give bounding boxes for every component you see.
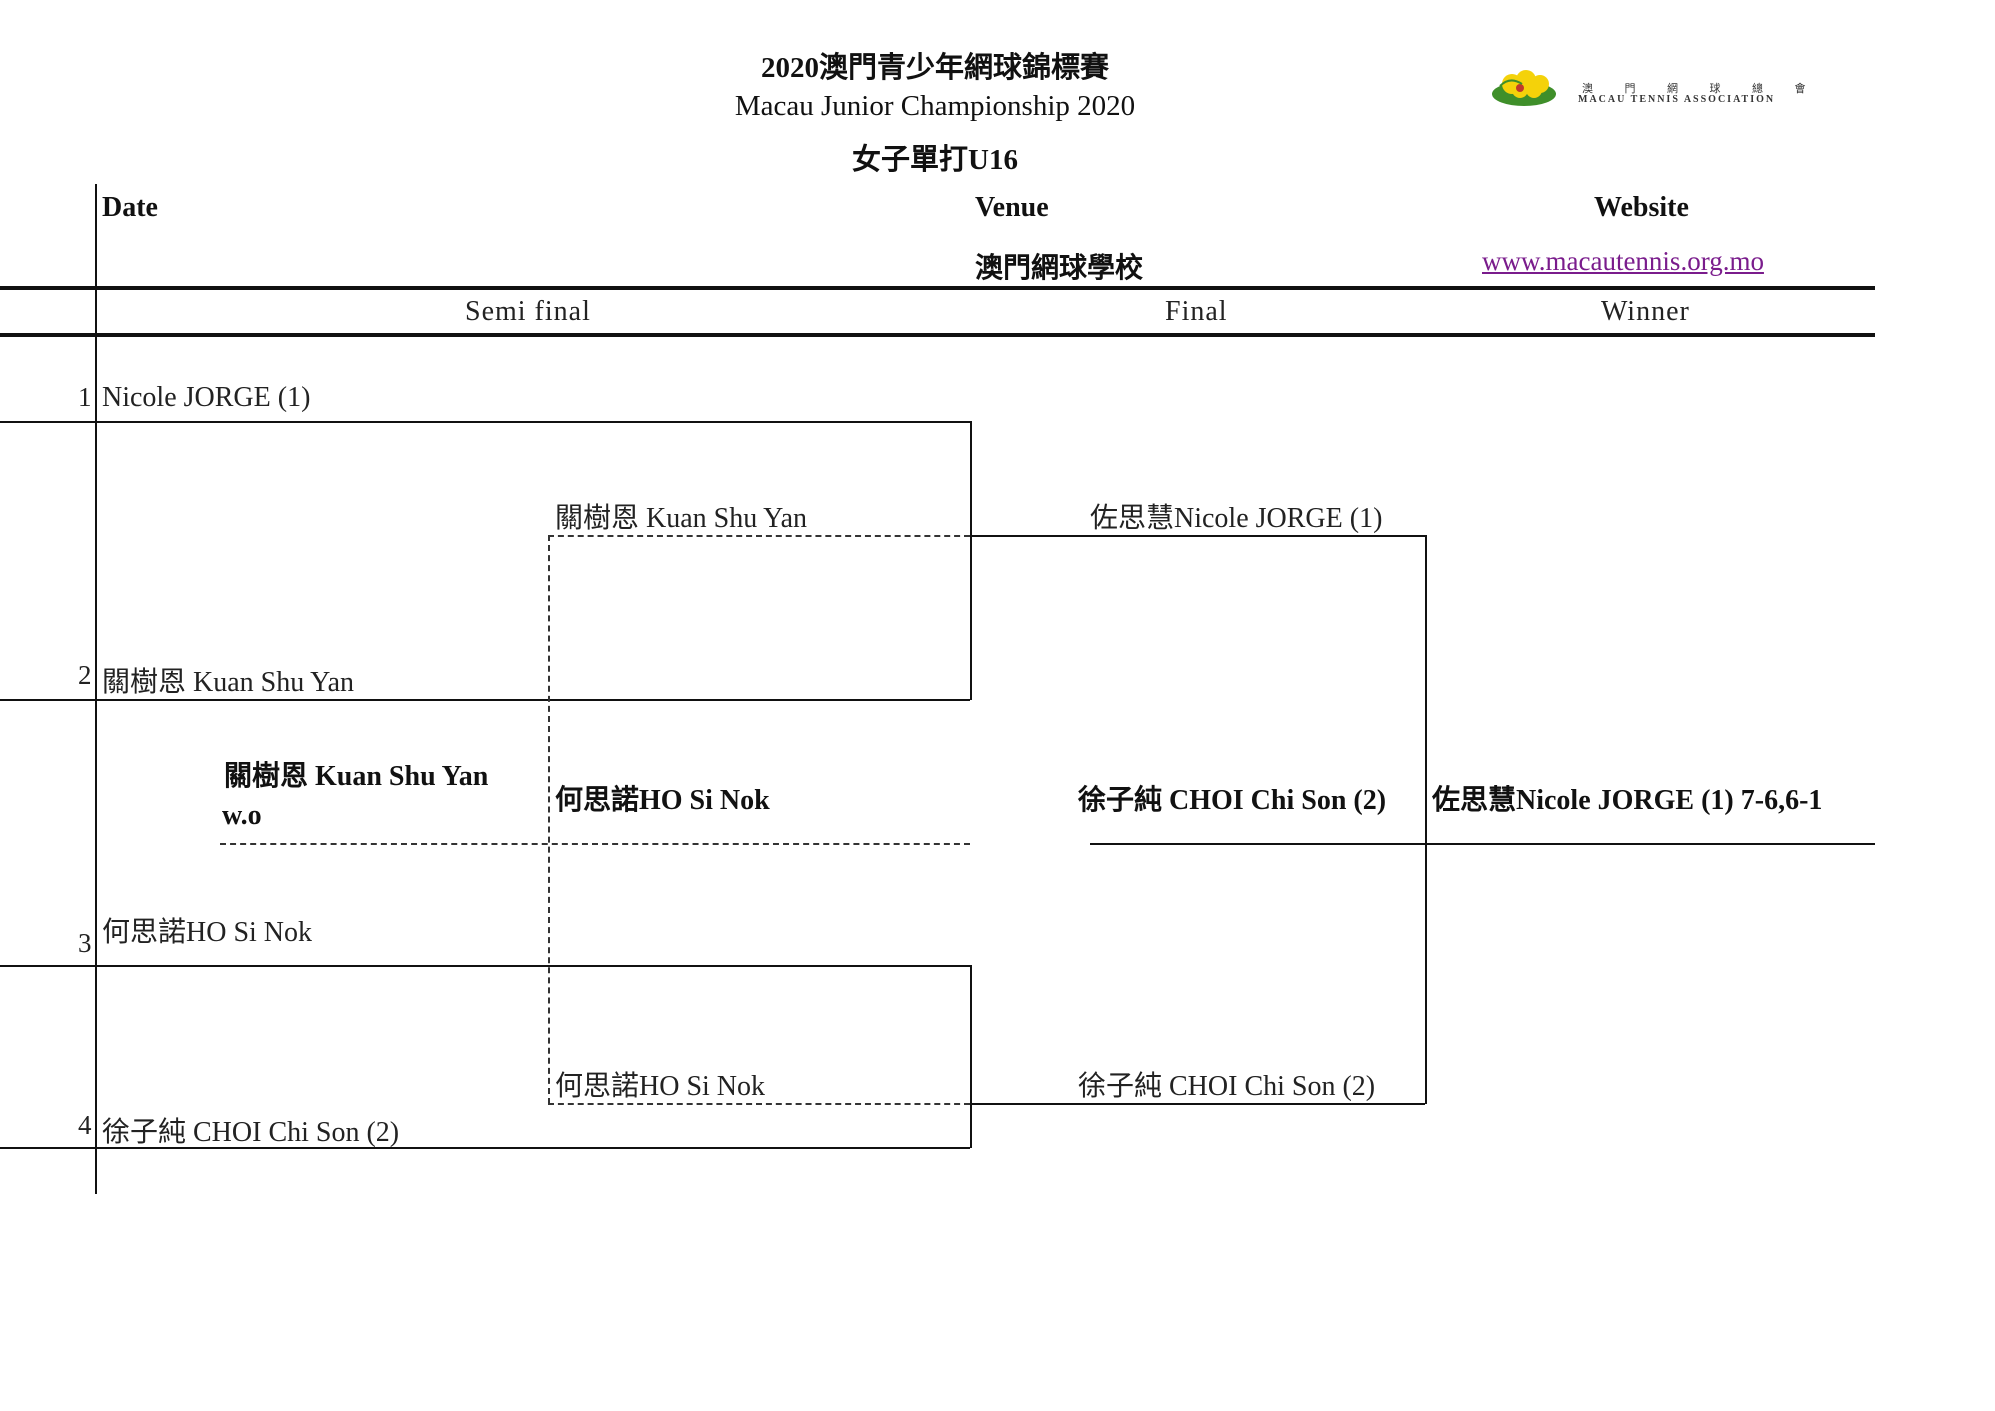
draw-line-1 — [0, 421, 970, 423]
bracket-connector-bottom — [970, 965, 972, 1148]
semi-line-top — [548, 535, 970, 537]
tennis-ball-flower-logo-icon — [1492, 70, 1556, 106]
venue-value: 澳門網球學校 — [975, 253, 1144, 284]
semi-result-line — [220, 843, 970, 845]
winner-result: 佐思慧Nicole JORGE (1) 7-6,6-1 — [1432, 785, 1823, 816]
semi-player-bottom: 何思諾HO Si Nok — [555, 1071, 766, 1102]
draw-player-4: 徐子純 CHOI Chi Son (2) — [102, 1117, 400, 1148]
association-logo: 澳 門 網 球 總 會 MACAU TENNIS ASSOCIATION — [1490, 68, 1805, 112]
draw-line-2 — [0, 699, 970, 701]
semi-result-opponent: 何思諾HO Si Nok — [555, 785, 770, 816]
final-player-top: 佐思慧Nicole JORGE (1) — [1090, 503, 1383, 534]
association-name-cn: 澳 門 網 球 總 會 — [1582, 82, 1820, 95]
final-result-opponent: 徐子純 CHOI Chi Son (2) — [1078, 785, 1387, 816]
round-label-winner: Winner — [1601, 296, 1690, 327]
draw-player-2: 關樹恩 Kuan Shu Yan — [102, 667, 355, 698]
draw-player-1: Nicole JORGE (1) — [102, 382, 311, 413]
header-rule-top — [0, 286, 1875, 290]
draw-line-3 — [0, 965, 970, 967]
final-result-line — [1090, 843, 1875, 845]
draw-left-axis — [95, 184, 97, 1194]
draw-seed-1: 1 — [78, 382, 92, 412]
association-name-en: MACAU TENNIS ASSOCIATION — [1578, 94, 1776, 105]
semi-player-top: 關樹恩 Kuan Shu Yan — [555, 503, 808, 534]
bracket-connector-top — [970, 421, 972, 700]
date-label: Date — [102, 192, 158, 223]
final-line-top — [970, 535, 1425, 537]
event-title: 女子單打U16 — [852, 144, 1018, 176]
website-label: Website — [1594, 192, 1689, 223]
round-label-final: Final — [1165, 296, 1228, 327]
tournament-title-en: Macau Junior Championship 2020 — [734, 90, 1136, 122]
draw-line-4 — [0, 1147, 970, 1149]
final-player-bottom: 徐子純 CHOI Chi Son (2) — [1078, 1071, 1376, 1102]
draw-seed-3: 3 — [78, 928, 92, 958]
round-label-semi: Semi final — [465, 296, 591, 327]
final-connector — [1425, 535, 1427, 1104]
semi-dashed-connector — [548, 535, 550, 1104]
final-line-bottom — [970, 1103, 1425, 1105]
tournament-title-cn: 2020澳門青少年網球錦標賽 — [760, 52, 1109, 84]
semi-line-bottom — [548, 1103, 970, 1105]
draw-player-3: 何思諾HO Si Nok — [102, 917, 313, 948]
semi-result-score: w.o — [222, 800, 262, 831]
draw-seed-2: 2 — [78, 660, 92, 690]
venue-label: Venue — [975, 192, 1049, 223]
draw-seed-4: 4 — [78, 1110, 92, 1140]
semi-result-winner: 關樹恩 Kuan Shu Yan — [224, 761, 489, 792]
website-link[interactable]: www.macautennis.org.mo — [1482, 246, 1764, 276]
header-rule-bottom — [0, 333, 1875, 337]
